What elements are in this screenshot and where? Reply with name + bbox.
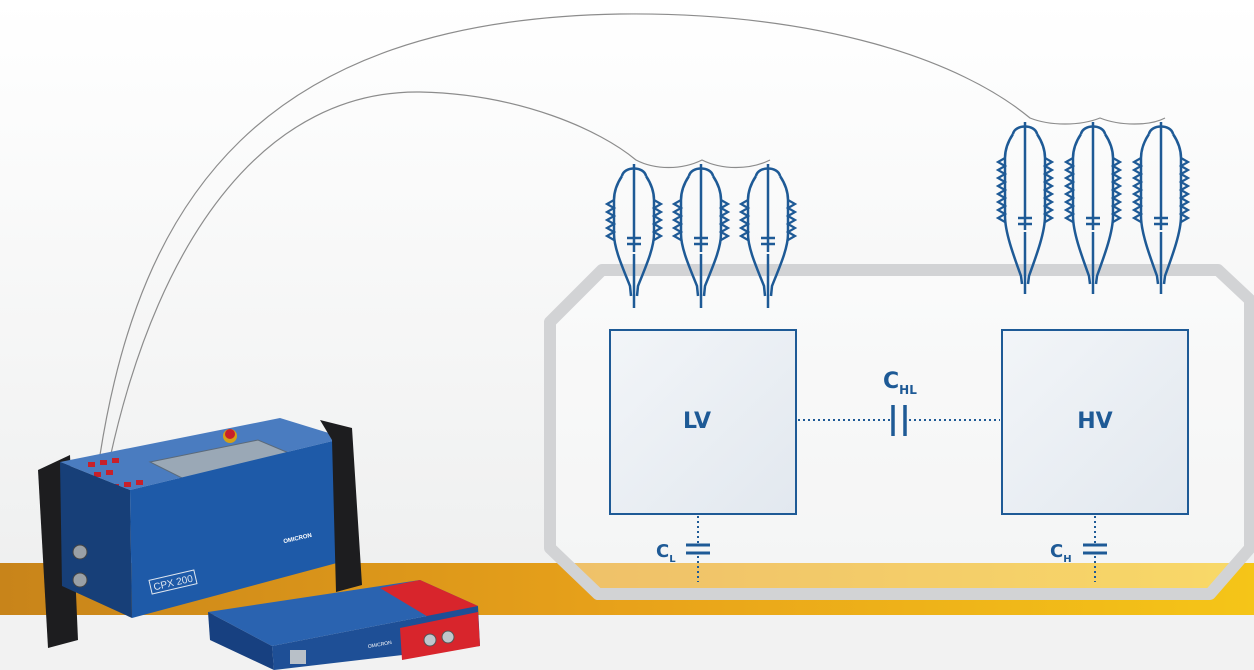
emergency-stop-button bbox=[225, 429, 235, 439]
lv-bushings bbox=[605, 162, 797, 310]
hv-label: HV bbox=[1077, 409, 1112, 434]
lv-winding-box bbox=[609, 329, 797, 515]
aux-port-right-2 bbox=[441, 630, 455, 644]
aux-port-right-1 bbox=[423, 633, 437, 647]
cl-capacitor bbox=[686, 516, 710, 582]
auxiliary-device: OMICRON bbox=[208, 580, 480, 670]
cl-label: CL bbox=[656, 541, 676, 565]
lv-test-cable bbox=[109, 91, 771, 459]
device-front-face bbox=[130, 438, 348, 618]
chl-label: CHL bbox=[883, 369, 917, 397]
aux-front-face bbox=[272, 606, 480, 670]
chl-capacitor bbox=[798, 405, 1000, 436]
hv-winding-box bbox=[1001, 329, 1189, 515]
aux-front-red bbox=[400, 612, 480, 660]
aux-top-red bbox=[380, 580, 478, 618]
hv-test-cable bbox=[99, 13, 1166, 456]
right-handle bbox=[320, 420, 362, 592]
aux-brand-label: OMICRON bbox=[367, 640, 392, 650]
floor-lower bbox=[0, 615, 1254, 670]
cpx200-device: CPX 200 OMICRON bbox=[38, 418, 362, 648]
aux-port-left bbox=[290, 650, 306, 664]
ch-label: CH bbox=[1050, 541, 1072, 565]
lv-label: LV bbox=[683, 409, 711, 434]
ch-capacitor bbox=[1083, 516, 1107, 582]
aux-side-face bbox=[208, 612, 274, 670]
